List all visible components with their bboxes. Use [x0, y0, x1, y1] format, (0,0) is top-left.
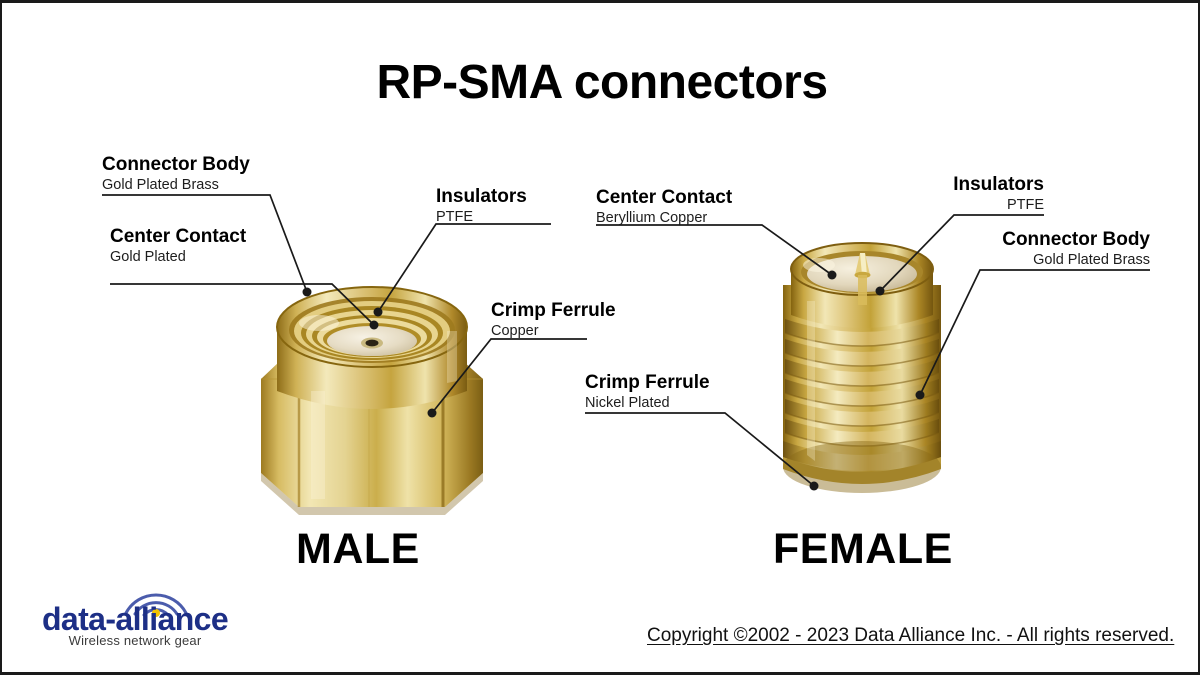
label-lead: Center Contact	[110, 226, 247, 247]
logo-wordmark: data-alliance	[41, 601, 229, 637]
label-sub: Gold Plated	[110, 248, 186, 265]
label-male-connector-body: Connector Body Gold Plated Brass	[102, 154, 250, 193]
label-lead: Connector Body	[102, 154, 250, 175]
label-sub: Nickel Plated	[585, 394, 670, 411]
male-connector-image	[261, 286, 483, 515]
page-title: RP-SMA connectors	[376, 56, 828, 109]
label-lead: Crimp Ferrule	[491, 300, 616, 321]
data-alliance-logo: data-alliance Wireless network gear	[30, 575, 240, 651]
wifi-arcs-icon	[124, 593, 188, 617]
label-male-crimp-ferrule: Crimp Ferrule Copper	[491, 300, 616, 339]
label-sub: Gold Plated Brass	[102, 176, 219, 193]
label-sub: Gold Plated Brass	[1033, 251, 1150, 268]
label-male-center-contact: Center Contact Gold Plated	[110, 226, 247, 265]
label-sub: Copper	[491, 322, 539, 339]
label-lead: Insulators	[953, 174, 1044, 195]
label-female-crimp-ferrule: Crimp Ferrule Nickel Plated	[585, 372, 710, 411]
logo-tagline: Wireless network gear	[68, 633, 202, 648]
label-lead: Insulators	[436, 186, 527, 207]
label-female-center-contact: Center Contact Beryllium Copper	[596, 187, 733, 226]
label-lead: Crimp Ferrule	[585, 372, 710, 393]
label-male-insulators: Insulators PTFE	[436, 186, 527, 225]
logo-accent-dot	[152, 609, 160, 617]
label-female-insulators: Insulators PTFE	[884, 174, 1044, 213]
label-sub: PTFE	[436, 208, 474, 225]
label-sub: Beryllium Copper	[596, 209, 708, 226]
label-lead: Center Contact	[596, 187, 733, 208]
label-lead: Connector Body	[1002, 229, 1150, 250]
caption-male: MALE	[296, 525, 420, 573]
label-female-connector-body: Connector Body Gold Plated Brass	[950, 229, 1150, 268]
female-connector-image	[783, 242, 941, 493]
copyright-text: Copyright ©2002 - 2023 Data Alliance Inc…	[647, 625, 1175, 646]
label-sub: PTFE	[1006, 196, 1044, 213]
caption-female: FEMALE	[773, 525, 953, 573]
